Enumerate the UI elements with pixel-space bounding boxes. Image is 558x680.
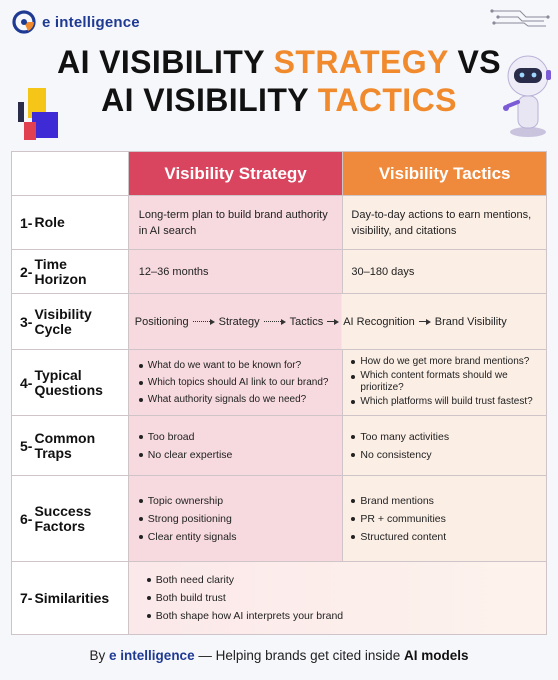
arrow-right-icon [418,318,431,326]
list-item: Brand mentions [351,494,446,508]
traps-tactics: Too many activities No consistency [343,416,547,476]
list-item: Topic ownership [138,494,237,508]
brand-logo: e intelligence [12,10,140,34]
table-row-cycle: 3-Visibility Cycle Positioning Strategy … [12,294,547,350]
arrow-right-icon [192,318,215,326]
cycle-step: Brand Visibility [434,315,507,328]
list-item: How do we get more brand mentions? [351,355,540,369]
table-header-row: Visibility Strategy Visibility Tactics [12,152,547,196]
questions-tactics: How do we get more brand mentions? Which… [343,350,547,416]
horizon-strategy: 12–36 months [128,250,344,294]
questions-strategy: What do we want to be known for? Which t… [128,350,344,416]
page-title: AI VISIBILITY STRATEGY VS AI VISIBILITY … [57,44,501,118]
cycle-step: Tactics [289,315,324,328]
row-label-success: 6-Success Factors [12,476,129,562]
success-strategy: Topic ownership Strong positioning Clear… [128,476,344,562]
list-item: Which content formats should we prioriti… [351,370,540,394]
row-label-horizon: 2-Time Horizon [12,250,129,294]
row-label-role: 1-Role [12,196,129,250]
success-tactics: Brand mentions PR + communities Structur… [343,476,547,562]
comparison-table: Visibility Strategy Visibility Tactics 1… [11,151,547,635]
similarities-content: Both need clarity Both build trust Both … [128,562,547,635]
list-item: Which platforms will build trust fastest… [351,395,540,409]
horizon-tactics: 30–180 days [343,250,547,294]
footer-tagline: By e intelligence — Helping brands get c… [89,648,469,663]
robot-icon [503,55,551,137]
circuit-icon [490,9,550,27]
arrow-right-icon [327,318,340,326]
header-empty-cell [12,152,129,196]
list-item: PR + communities [351,512,446,526]
header-strategy: Visibility Strategy [128,152,344,196]
list-item: Which topics should AI link to our brand… [138,376,328,390]
table-row-role: 1-Role Long-term plan to build brand aut… [12,196,547,250]
decorative-squares [18,88,58,140]
row-label-similarities: 7-Similarities [12,562,129,635]
list-item: What authority signals do we need? [138,393,329,407]
list-item: Strong positioning [138,512,237,526]
logo-text: e intelligence [42,13,140,31]
table-row-questions: 4-Typical Questions What do we want to b… [12,350,547,416]
table-row-traps: 5-Common Traps Too broad No clear expert… [12,416,547,476]
list-item: Both build trust [146,591,343,605]
cycle-step: Strategy [218,315,260,328]
row-label-cycle: 3-Visibility Cycle [12,294,129,350]
cycle-step: AI Recognition [343,315,415,328]
list-item: No clear expertise [138,448,232,462]
table-row-similarities: 7-Similarities Both need clarity Both bu… [12,562,547,635]
list-item: What do we want to be known for? [138,359,329,373]
list-item: No consistency [351,448,449,462]
list-item: Both need clarity [146,573,343,587]
arrow-right-icon [263,318,286,326]
visibility-cycle-flow: Positioning Strategy Tactics AI Recognit… [128,294,547,350]
role-strategy: Long-term plan to build brand authority … [128,196,344,250]
role-tactics: Day-to-day actions to earn mentions, vis… [343,196,547,250]
list-item: Clear entity signals [138,530,237,544]
row-label-traps: 5-Common Traps [12,416,129,476]
list-item: Too many activities [351,430,449,444]
list-item: Too broad [138,430,233,444]
list-item: Both shape how AI interprets your brand [146,609,343,623]
header-tactics: Visibility Tactics [343,152,547,196]
cycle-step: Positioning [134,315,189,328]
table-row-success: 6-Success Factors Topic ownership Strong… [12,476,547,562]
row-label-questions: 4-Typical Questions [12,350,129,416]
list-item: Structured content [351,530,446,544]
table-row-horizon: 2-Time Horizon 12–36 months 30–180 days [12,250,547,294]
logo-icon [12,10,36,34]
traps-strategy: Too broad No clear expertise [128,416,344,476]
footer-brand: e intelligence [109,648,195,663]
